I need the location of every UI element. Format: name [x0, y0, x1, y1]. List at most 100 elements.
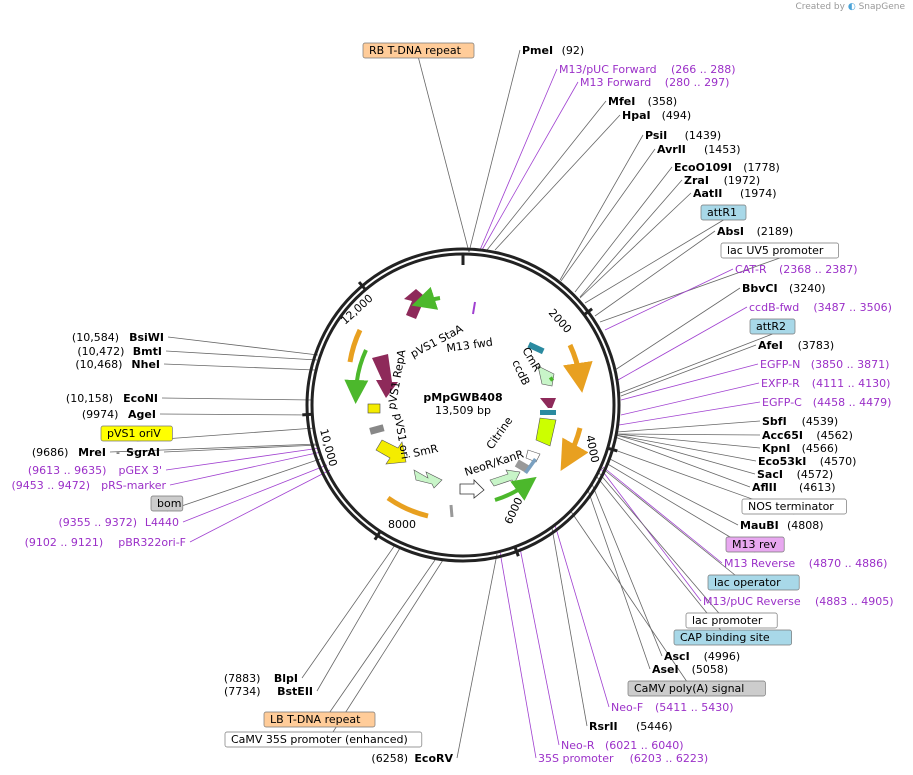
- feature-box: [362, 42, 475, 59]
- site-label: NheI(10,468): [75, 358, 160, 371]
- site-name: Neo-R: [561, 739, 595, 752]
- lac-elements-box: [524, 458, 537, 474]
- citrine-arrow: [535, 417, 557, 447]
- plasmid-name: pMpGWB408: [423, 391, 502, 404]
- site-position: (4883 .. 4905): [815, 595, 894, 608]
- site-label: BlpI(7883): [224, 672, 298, 685]
- site-position: (1974): [740, 187, 777, 200]
- site-name: bom: [157, 497, 181, 510]
- site-name: CaMV 35S promoter (enhanced): [231, 733, 408, 746]
- tick-marks: [302, 254, 618, 557]
- site-name: AvrII: [657, 143, 686, 156]
- site-label: lac UV5 promoter: [720, 242, 839, 259]
- site-position: (4539): [802, 415, 839, 428]
- leader-line: [554, 524, 610, 708]
- site-name: lac UV5 promoter: [727, 244, 824, 257]
- tick-mark: [607, 446, 618, 453]
- site-label: SgrAI: [126, 446, 160, 459]
- site-name: EcoRV: [414, 752, 453, 765]
- snapgene-logo-icon: ◐: [847, 2, 856, 12]
- ccdb-arrow: [540, 398, 556, 408]
- site-name: M13 Reverse: [724, 557, 795, 570]
- leader-line: [600, 468, 702, 602]
- site-label: pGEX 3'(9613 .. 9635): [28, 464, 162, 477]
- site-position: (4566): [802, 442, 839, 455]
- site-name: SacI: [757, 468, 783, 481]
- site-name: SbfI: [762, 415, 787, 428]
- site-labels: PmeI(92)M13/pUC Forward(266 .. 288)M13 F…: [11, 42, 894, 765]
- site-name: EGFP-N: [760, 358, 800, 371]
- orf-arrow-3: [347, 328, 363, 363]
- leader-line: [559, 134, 644, 281]
- leader-line: [617, 306, 748, 381]
- leader-line: [618, 401, 761, 426]
- leader-line: [479, 68, 558, 251]
- site-label: M13/pUC Forward(266 .. 288): [559, 63, 736, 76]
- attr1-box: [527, 341, 545, 355]
- site-label: bom: [150, 495, 184, 512]
- site-label: AbsI(2189): [717, 225, 793, 238]
- feature-box: [150, 495, 184, 512]
- site-label: Acc65I(4562): [762, 429, 853, 442]
- site-name: pGEX 3': [118, 464, 162, 477]
- site-name: BlpI: [274, 672, 298, 685]
- site-position: (4111 .. 4130): [812, 377, 891, 390]
- site-label: MauBI(4808): [740, 519, 824, 532]
- site-position: (4570): [820, 455, 857, 468]
- pvs1-oriv-box: [367, 403, 381, 414]
- site-label: ccdB-fwd(3487 .. 3506): [749, 301, 892, 314]
- site-label: CaMV 35S promoter (enhanced): [224, 731, 423, 748]
- leader-line: [615, 433, 761, 436]
- site-label: CAP binding site: [673, 629, 792, 646]
- site-label: EGFP-N(3850 .. 3871): [760, 358, 889, 371]
- site-position: (9686): [32, 446, 69, 459]
- orf-arrow-1: [411, 286, 441, 310]
- site-position: (6021 .. 6040): [605, 739, 684, 752]
- m13-fwd-mark: [472, 301, 476, 315]
- site-name: AbsI: [717, 225, 744, 238]
- leader-line: [163, 363, 316, 371]
- site-label: CaMV poly(A) signal: [627, 680, 766, 697]
- leader-line: [166, 457, 324, 512]
- pvs1-staa-arrow: [404, 289, 430, 319]
- site-name: EXFP-R: [761, 377, 800, 390]
- feature-box: [720, 242, 839, 259]
- site-position: (9102 .. 9121): [25, 536, 104, 549]
- site-label: LB T-DNA repeat: [263, 711, 376, 728]
- tick-label: 6000: [502, 495, 526, 526]
- site-position: (3783): [798, 339, 835, 352]
- lb-arrow: [459, 479, 485, 499]
- site-position: (1453): [704, 143, 741, 156]
- site-position: (4562): [816, 429, 853, 442]
- site-name: LB T-DNA repeat: [270, 713, 361, 726]
- site-label: BmtI(10,472): [77, 345, 162, 358]
- feature-box: [627, 680, 766, 697]
- site-position: (1972): [724, 174, 761, 187]
- bom-box: [369, 424, 385, 435]
- leader-line: [161, 397, 314, 401]
- leader-line: [519, 547, 560, 746]
- site-label: KpnI(4566): [762, 442, 838, 455]
- leader-line: [486, 100, 607, 251]
- site-position: (1778): [743, 161, 780, 174]
- site-label: Eco53kI(4570): [758, 455, 856, 468]
- tick-mark: [302, 412, 313, 417]
- site-name: pBR322ori-F: [118, 536, 186, 549]
- site-name: PsiI: [645, 129, 667, 142]
- feature-box: [263, 711, 376, 728]
- site-label: M13 Reverse(4870 .. 4886): [724, 557, 887, 570]
- orf-arrow-2: [344, 349, 369, 404]
- site-name: ccdB-fwd: [749, 301, 799, 314]
- leader-line: [598, 472, 732, 629]
- site-position: (92): [562, 44, 585, 57]
- site-name: attR1: [707, 206, 737, 219]
- site-label: L4440(9355 .. 9372): [58, 516, 179, 529]
- site-name: NOS terminator: [748, 500, 834, 513]
- site-name: AgeI: [128, 408, 156, 421]
- site-name: RsrII: [589, 720, 618, 733]
- site-position: (280 .. 297): [665, 76, 730, 89]
- site-label: M13 Forward(280 .. 297): [580, 76, 729, 89]
- leader-line: [551, 527, 588, 727]
- site-label: attR1: [700, 204, 747, 221]
- feature-label: M13 fwd: [446, 336, 494, 355]
